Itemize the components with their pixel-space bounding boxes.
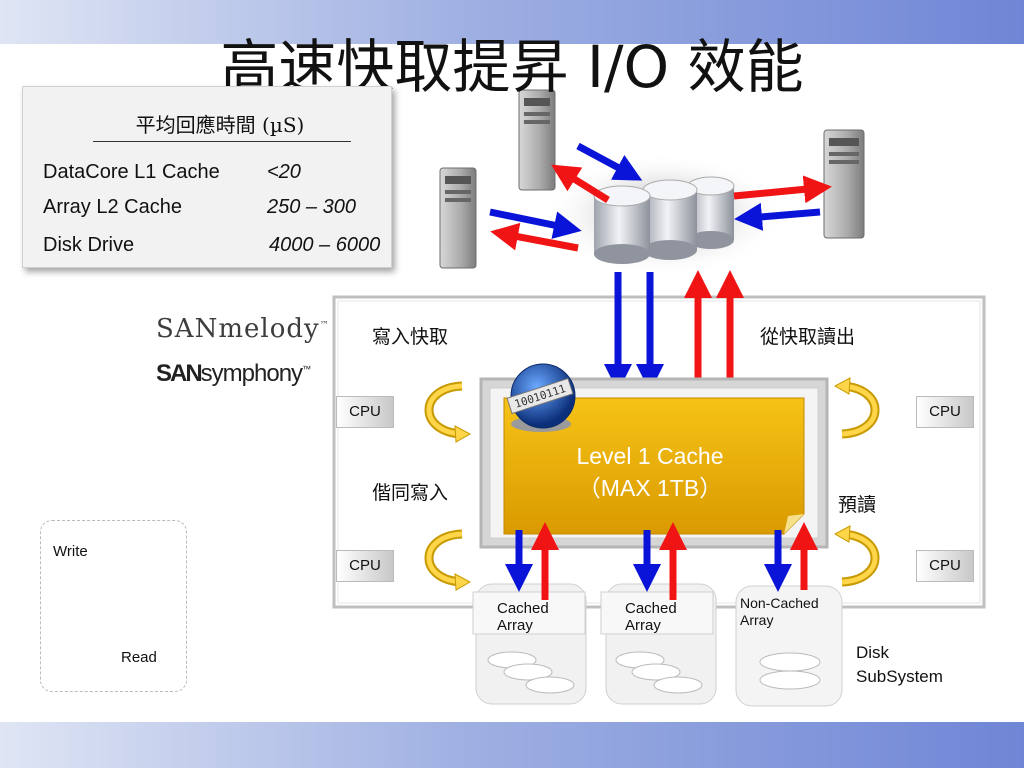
latency-row-label: Disk Drive (43, 234, 135, 256)
sansymphony-logo: SANsymphony™ (156, 360, 311, 387)
level1-cache-title: Level 1 Cache （MAX 1TB） (504, 440, 796, 504)
cycle-arrow-icon (424, 381, 472, 443)
latency-row-value: <20 (267, 161, 301, 183)
latency-row-value: 4000 – 6000 (269, 234, 381, 256)
cached-array-1 (472, 583, 587, 705)
cached-array-label: Cached Array (625, 600, 677, 634)
prefetch-label: 預讀 (838, 494, 877, 516)
cpu-badge: CPU (336, 396, 394, 428)
server-icon (823, 129, 865, 239)
cpu-badge: CPU (916, 550, 974, 582)
cache-cylinders-icon (544, 153, 784, 277)
write-arrow (734, 202, 821, 231)
read-arrow (551, 164, 610, 203)
non-cached-array (735, 585, 843, 707)
disk-subsystem-label: Disk SubSystem (856, 643, 943, 686)
cowrite-label: 偕同寫入 (372, 482, 449, 504)
cpu-badge: CPU (916, 396, 974, 428)
write-arrow (489, 208, 582, 239)
bottom-band (0, 722, 1024, 768)
sanmelody-logo: SANmelody™ (156, 314, 330, 344)
latency-header-rule (93, 141, 351, 142)
latency-row-value: 250 – 300 (267, 196, 356, 218)
write-cache-label: 寫入快取 (372, 326, 449, 348)
server-icon (518, 89, 556, 191)
legend-write-label: Write (53, 543, 88, 560)
chip-globe-icon: 10010111 (506, 363, 576, 432)
top-band (0, 0, 1024, 44)
cycle-arrow-icon (833, 525, 880, 587)
cache-title: Level 1 Cache (576, 443, 724, 469)
cached-array-2 (600, 583, 717, 705)
non-cached-array-label: Non-Cached Array (740, 595, 819, 628)
cycle-arrow-icon (424, 529, 472, 591)
read-from-cache-label: 從快取讀出 (760, 326, 856, 348)
legend-box: Write Read (40, 520, 187, 692)
cpu-badge: CPU (336, 550, 394, 582)
level1-cache-block (479, 377, 829, 549)
legend-read-label: Read (121, 649, 157, 666)
read-arrow (733, 175, 832, 204)
read-arrow (490, 222, 579, 252)
cycle-arrow-icon (833, 377, 880, 439)
cached-array-label: Cached Array (497, 600, 549, 634)
latency-row-label: DataCore L1 Cache (43, 161, 220, 183)
latency-row-label: Array L2 Cache (43, 196, 182, 218)
server-icon (439, 167, 477, 269)
write-arrow (576, 142, 643, 181)
latency-table: 平均回應時間 (µS) DataCore L1 Cache <20 Array … (22, 86, 392, 268)
cache-capacity: （MAX 1TB） (577, 475, 723, 501)
latency-header: 平均回應時間 (µS) (135, 113, 305, 137)
